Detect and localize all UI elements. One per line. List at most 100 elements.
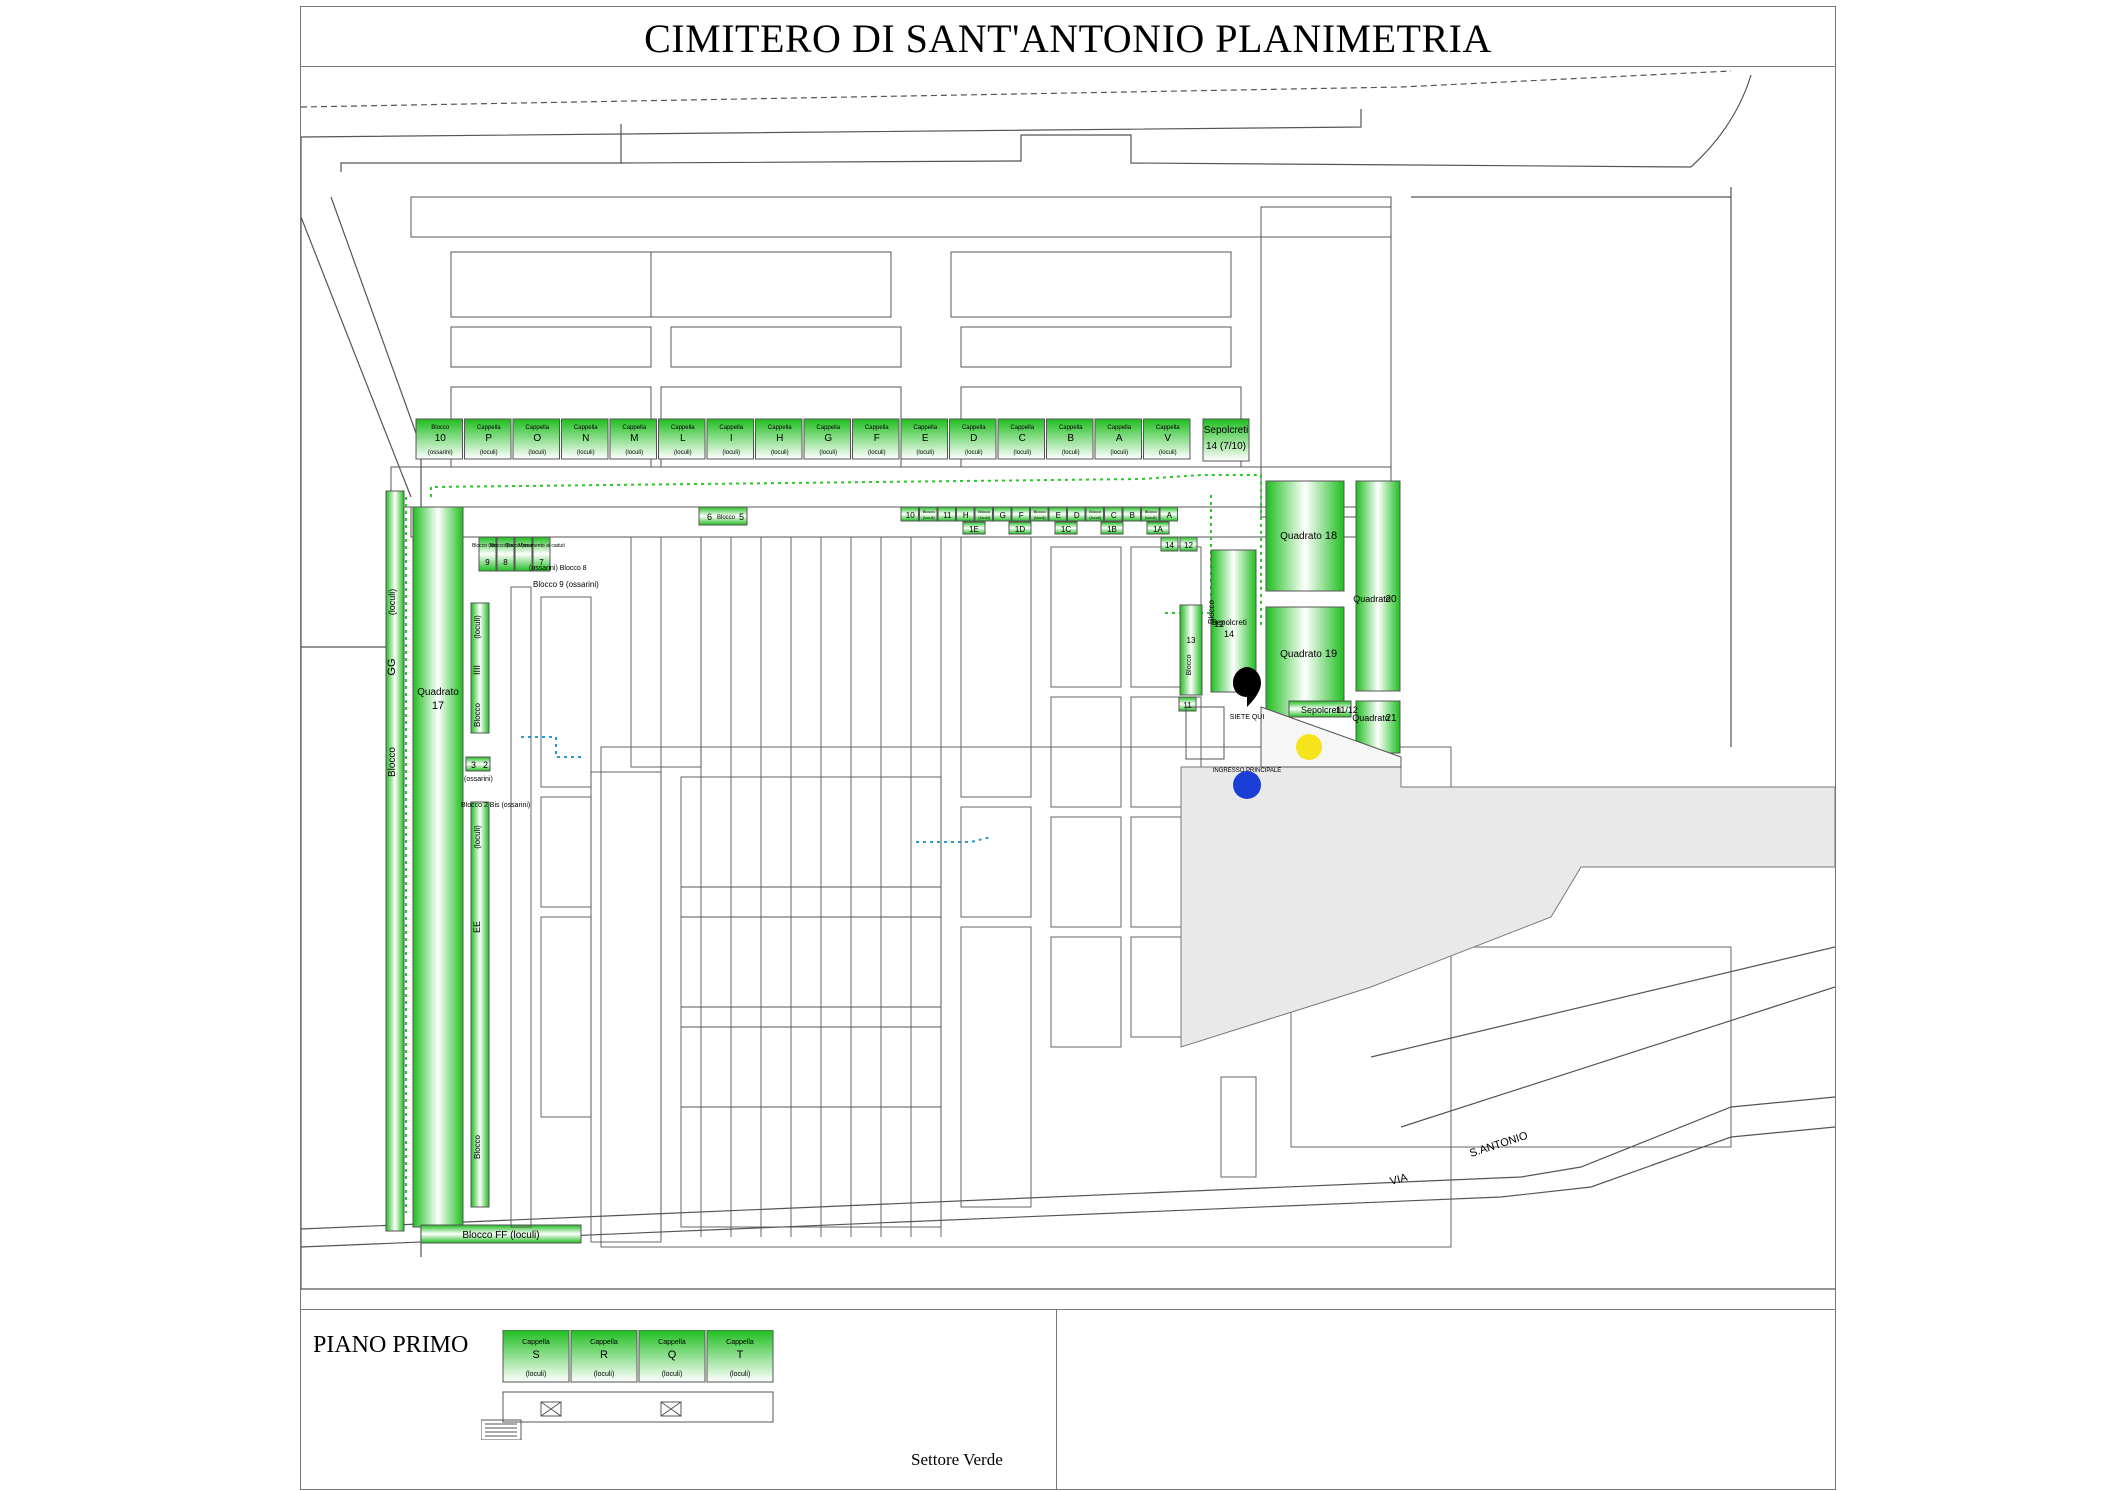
- small-block-3[interactable]: H: [956, 506, 975, 522]
- small-sub-0[interactable]: 1E: [962, 521, 986, 535]
- small-sub-2[interactable]: 1C: [1054, 521, 1078, 535]
- small-sub-label: 1A: [1153, 525, 1163, 534]
- blocco-3: 3: [471, 760, 476, 770]
- small-block-num: H: [963, 511, 969, 520]
- small-block-2[interactable]: 11: [937, 506, 956, 522]
- small-block-13[interactable]: Blocco(loculi): [1141, 506, 1160, 522]
- blue-marker[interactable]: [1233, 771, 1261, 799]
- center-block-label: Blocco (ossarini): [505, 543, 542, 549]
- right-blocks: Quadrato 18 Quadrato 19 Quadrato 20 Quad…: [1179, 480, 1401, 754]
- small-block-10[interactable]: Blocco(loculi): [1085, 506, 1104, 522]
- small-block-9[interactable]: D: [1067, 506, 1086, 522]
- chapel-letter: L: [680, 433, 686, 444]
- small-block-11[interactable]: C: [1104, 506, 1123, 522]
- blocco-ff[interactable]: [420, 1224, 582, 1244]
- quadrato-18[interactable]: [1265, 480, 1345, 592]
- blocco-6-5[interactable]: 6 Blocco 5: [698, 506, 748, 526]
- quadrato-17[interactable]: [412, 506, 464, 1228]
- blocco-ee-tail: Blocco: [473, 1134, 482, 1159]
- blocco-iiii[interactable]: [470, 602, 490, 734]
- chapel-word: Cappella: [1010, 425, 1034, 431]
- blocco-ee-sub: (loculi): [473, 825, 482, 849]
- small-block-12[interactable]: B: [1122, 506, 1141, 522]
- small-block-8[interactable]: E: [1048, 506, 1067, 522]
- chapel-letter: M: [630, 433, 638, 444]
- small-right-2[interactable]: 11: [1178, 696, 1197, 712]
- quadrato-20[interactable]: [1355, 480, 1401, 692]
- center-block-num: 7: [539, 558, 544, 567]
- chapel-sub: (ossarini): [428, 450, 453, 456]
- blocco-8-ossarini: (ossarini) Blocco 8: [529, 565, 587, 572]
- chapel-word: Cappella: [574, 425, 598, 431]
- small-block-7[interactable]: Blocco(loculi): [1030, 506, 1049, 522]
- blocco-13[interactable]: [1179, 604, 1203, 696]
- cemetery-floor-plan: Blocco10(ossarini)CappellaP(loculi)Cappe…: [300, 70, 1836, 1290]
- top-chapel-row: Blocco10(ossarini)CappellaP(loculi)Cappe…: [415, 418, 1191, 460]
- ff-chapel-word: Cappella: [726, 1339, 754, 1346]
- small-block-num: B: [1130, 511, 1135, 520]
- center-block-0[interactable]: Blocco (loculi)9: [472, 536, 503, 572]
- small-block-14[interactable]: A: [1159, 506, 1178, 522]
- small-sub-4[interactable]: 1A: [1146, 521, 1170, 535]
- small-right-1[interactable]: 12: [1179, 536, 1198, 552]
- small-block-1[interactable]: Blocco(loculi): [919, 506, 938, 522]
- ff-chapel-sub: (loculi): [594, 1371, 615, 1378]
- small-right-0[interactable]: 14: [1160, 536, 1179, 552]
- quadrato-19[interactable]: [1265, 606, 1345, 718]
- chapel-letter: E: [922, 433, 929, 444]
- sepolcreti-11-12[interactable]: [1288, 700, 1352, 718]
- chapel-letter: B: [1067, 433, 1074, 444]
- small-block-6[interactable]: F: [1011, 506, 1030, 522]
- sepolcreti-top[interactable]: Sepolcreti 14 (7/10): [1202, 418, 1250, 462]
- first-floor-chapels: CappellaS(loculi)CappellaR(loculi)Cappel…: [502, 1330, 774, 1383]
- small-sub-3[interactable]: 1B: [1100, 521, 1124, 535]
- blocco-ee[interactable]: [470, 801, 490, 1208]
- small-block-5[interactable]: G: [993, 506, 1012, 522]
- chapel-sub: (loculi): [868, 450, 886, 456]
- small-sub-1[interactable]: 1D: [1008, 521, 1032, 535]
- small-block-num: A: [1167, 511, 1173, 520]
- blocco-ee-code: EE: [472, 921, 482, 933]
- blocco-5: 5: [739, 512, 744, 522]
- siete-qui-label: SIETE QUI: [1230, 714, 1265, 721]
- blocco-3-2[interactable]: [465, 756, 491, 772]
- center-block-2[interactable]: Blocco (ossarini): [505, 536, 542, 572]
- small-sub-label: 1D: [1015, 525, 1025, 534]
- chapel-letter: V: [1164, 433, 1171, 444]
- small-block-0[interactable]: 10: [900, 506, 919, 522]
- blue-path: [521, 736, 992, 843]
- small-block-num: (loculi): [1089, 515, 1101, 520]
- blocco-gg[interactable]: [385, 490, 405, 1232]
- chapel-word: Cappella: [865, 425, 889, 431]
- yellow-marker[interactable]: [1296, 734, 1322, 760]
- small-right-label: 14: [1165, 541, 1174, 550]
- entrance-plaza: [1180, 706, 1836, 1048]
- chapel-sub: (loculi): [480, 450, 498, 456]
- small-block-4[interactable]: Blocco(loculi): [974, 506, 993, 522]
- you-are-here-marker[interactable]: [1233, 667, 1261, 707]
- small-block-word: Blocco: [1089, 509, 1102, 514]
- center-block-1[interactable]: Blocco (loculi)8: [490, 536, 521, 572]
